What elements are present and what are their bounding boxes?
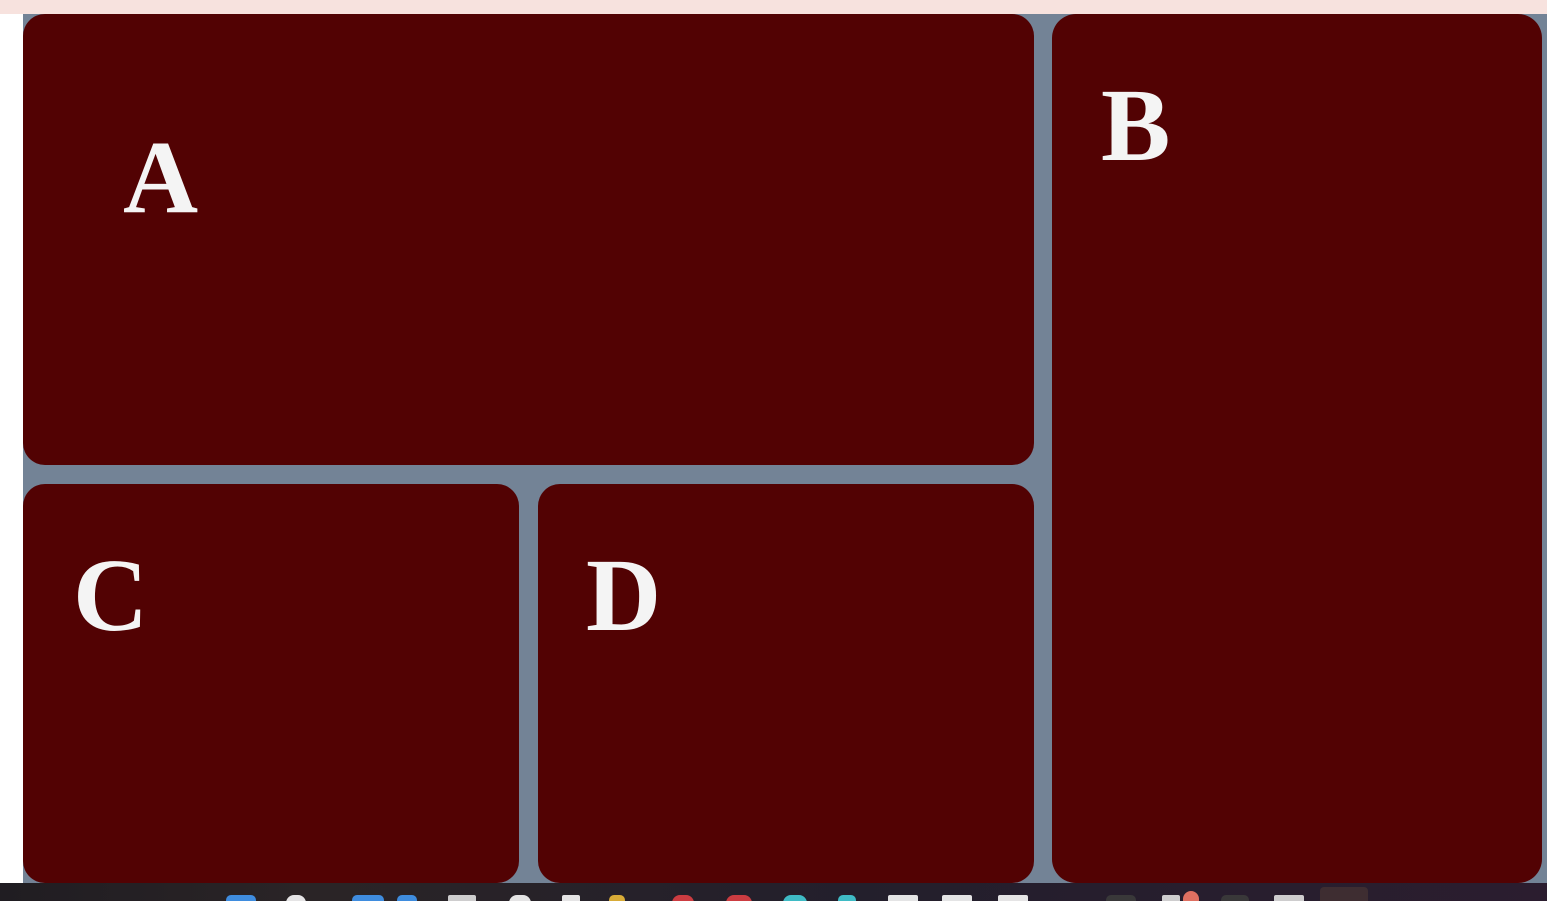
windows-taskbar[interactable] [0, 883, 1547, 901]
layout-box-d: D [538, 484, 1034, 883]
layout-label-b: B [1101, 68, 1171, 183]
blue-app-icon[interactable] [838, 895, 856, 901]
orange-app-icon[interactable] [726, 895, 752, 901]
teal-app-icon[interactable] [783, 895, 807, 901]
user-app-icon[interactable] [1320, 887, 1368, 901]
folder-icon[interactable] [609, 895, 625, 901]
notification-icon[interactable] [1162, 895, 1180, 901]
file-explorer-icon[interactable] [562, 895, 580, 901]
edge-browser-icon[interactable] [352, 895, 384, 901]
vscode-icon[interactable] [397, 895, 417, 901]
notification-badge-icon [1183, 891, 1199, 901]
tray-app-icon[interactable] [1274, 895, 1304, 901]
document-icon[interactable] [998, 895, 1028, 901]
document-icon[interactable] [942, 895, 972, 901]
search-icon[interactable] [286, 895, 306, 901]
top-color-strip [0, 0, 1547, 14]
layout-grid: A B C D [23, 14, 1547, 883]
layout-label-d: D [586, 538, 662, 653]
chrome-icon[interactable] [509, 895, 531, 901]
windows-start-icon[interactable] [226, 895, 256, 901]
layout-label-a: A [123, 120, 199, 235]
red-app-icon[interactable] [672, 895, 694, 901]
document-icon[interactable] [888, 895, 918, 901]
file-icon[interactable] [448, 895, 476, 901]
layout-box-b: B [1052, 14, 1542, 883]
settings-icon[interactable] [1106, 895, 1136, 901]
layout-box-c: C [23, 484, 519, 883]
terminal-icon[interactable] [1221, 895, 1249, 901]
layout-label-c: C [73, 538, 149, 653]
layout-box-a: A [23, 14, 1034, 465]
